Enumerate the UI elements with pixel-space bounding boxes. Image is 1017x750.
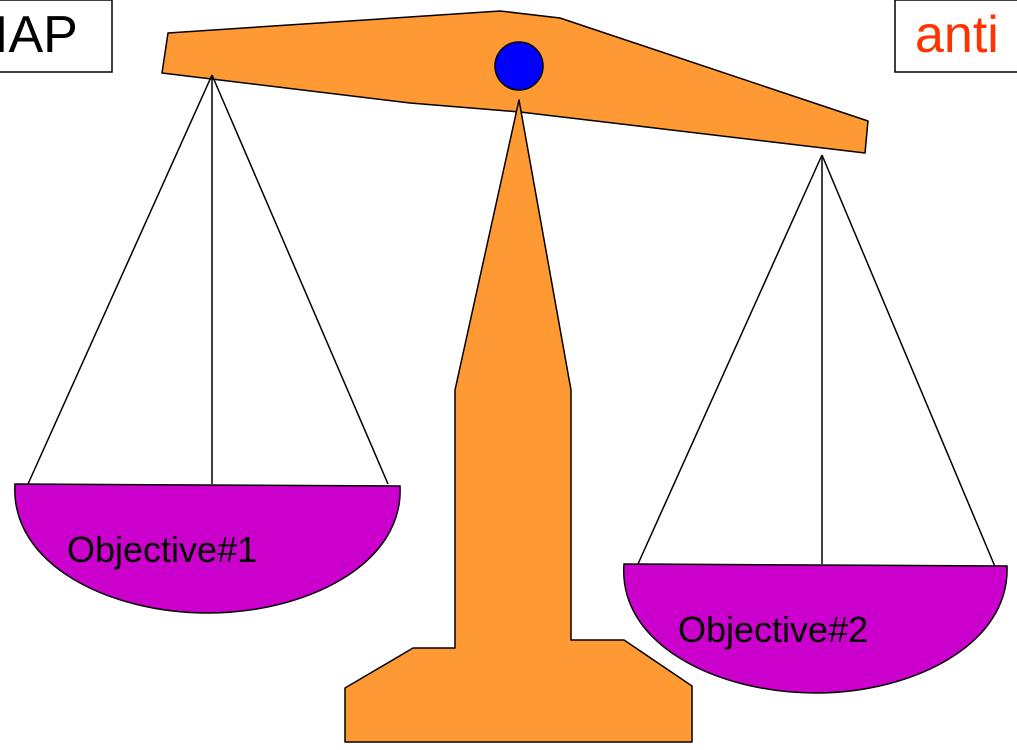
left-label-text: IAP	[0, 6, 78, 64]
right-label-text: anti	[915, 6, 999, 64]
right-label-box: anti	[894, 0, 1017, 73]
left-pan	[14, 483, 401, 614]
scale-stand	[344, 99, 693, 743]
pivot-circle	[494, 41, 544, 91]
left-label-box: IAP	[0, 0, 113, 73]
left-pan-label: Objective#1	[67, 529, 257, 570]
left-pan-strings	[27, 74, 389, 485]
right-pan-strings	[637, 154, 997, 570]
right-pan	[623, 563, 1008, 694]
right-pan-label: Objective#2	[678, 609, 868, 650]
